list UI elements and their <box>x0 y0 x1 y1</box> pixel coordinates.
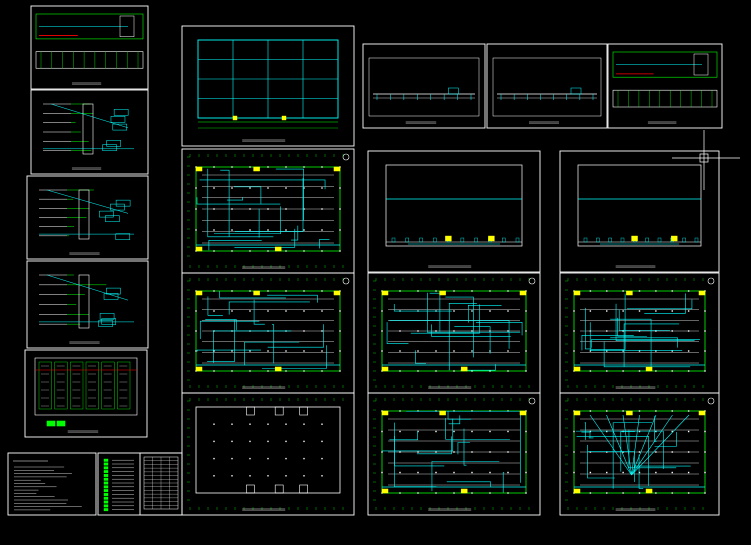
sheet-hit-15[interactable] <box>560 151 719 272</box>
drawing-sheet-15[interactable] <box>559 150 720 273</box>
crosshair-cursor-icon <box>672 130 740 190</box>
sheet-hit-20[interactable] <box>368 393 540 515</box>
drawing-sheet-20[interactable] <box>367 392 541 516</box>
sheet-hit-13[interactable] <box>182 149 354 273</box>
drawing-sheet-3[interactable] <box>26 175 149 260</box>
sheet-hit-14[interactable] <box>368 151 540 272</box>
drawing-sheet-21[interactable] <box>559 392 720 516</box>
drawing-sheet-13[interactable] <box>181 148 355 274</box>
drawing-sheet-1[interactable] <box>30 5 149 90</box>
sheet-hit-19[interactable] <box>182 393 354 515</box>
drawing-sheet-14[interactable] <box>367 150 541 273</box>
sheet-hit-8[interactable] <box>140 453 182 515</box>
sheet-hit-6[interactable] <box>8 453 96 515</box>
sheet-hit-11[interactable] <box>487 44 607 128</box>
sheet-hit-16[interactable] <box>182 273 354 393</box>
drawing-sheet-5[interactable] <box>24 349 148 438</box>
sheet-hit-18[interactable] <box>560 273 719 393</box>
drawing-sheet-19[interactable] <box>181 392 355 516</box>
sheet-hit-10[interactable] <box>363 44 485 128</box>
sheet-hit-2[interactable] <box>31 90 148 174</box>
sheet-hit-21[interactable] <box>560 393 719 515</box>
drawing-sheet-9[interactable] <box>181 25 355 147</box>
sheet-hit-17[interactable] <box>368 273 540 393</box>
drawing-sheet-16[interactable] <box>181 272 355 394</box>
sheet-hit-1[interactable] <box>31 6 148 89</box>
sheet-hit-12[interactable] <box>608 44 722 128</box>
drawing-sheet-12[interactable] <box>607 43 723 129</box>
sheet-hit-9[interactable] <box>182 26 354 146</box>
sheet-hit-5[interactable] <box>25 350 147 437</box>
drawing-sheet-4[interactable] <box>26 260 149 349</box>
drawing-sheet-2[interactable] <box>30 89 149 175</box>
drawing-sheet-10[interactable] <box>362 43 486 129</box>
sheet-hit-4[interactable] <box>27 261 148 348</box>
drawing-sheet-6[interactable] <box>7 452 97 516</box>
drawing-sheet-11[interactable] <box>486 43 608 129</box>
sheet-hit-3[interactable] <box>27 176 148 259</box>
